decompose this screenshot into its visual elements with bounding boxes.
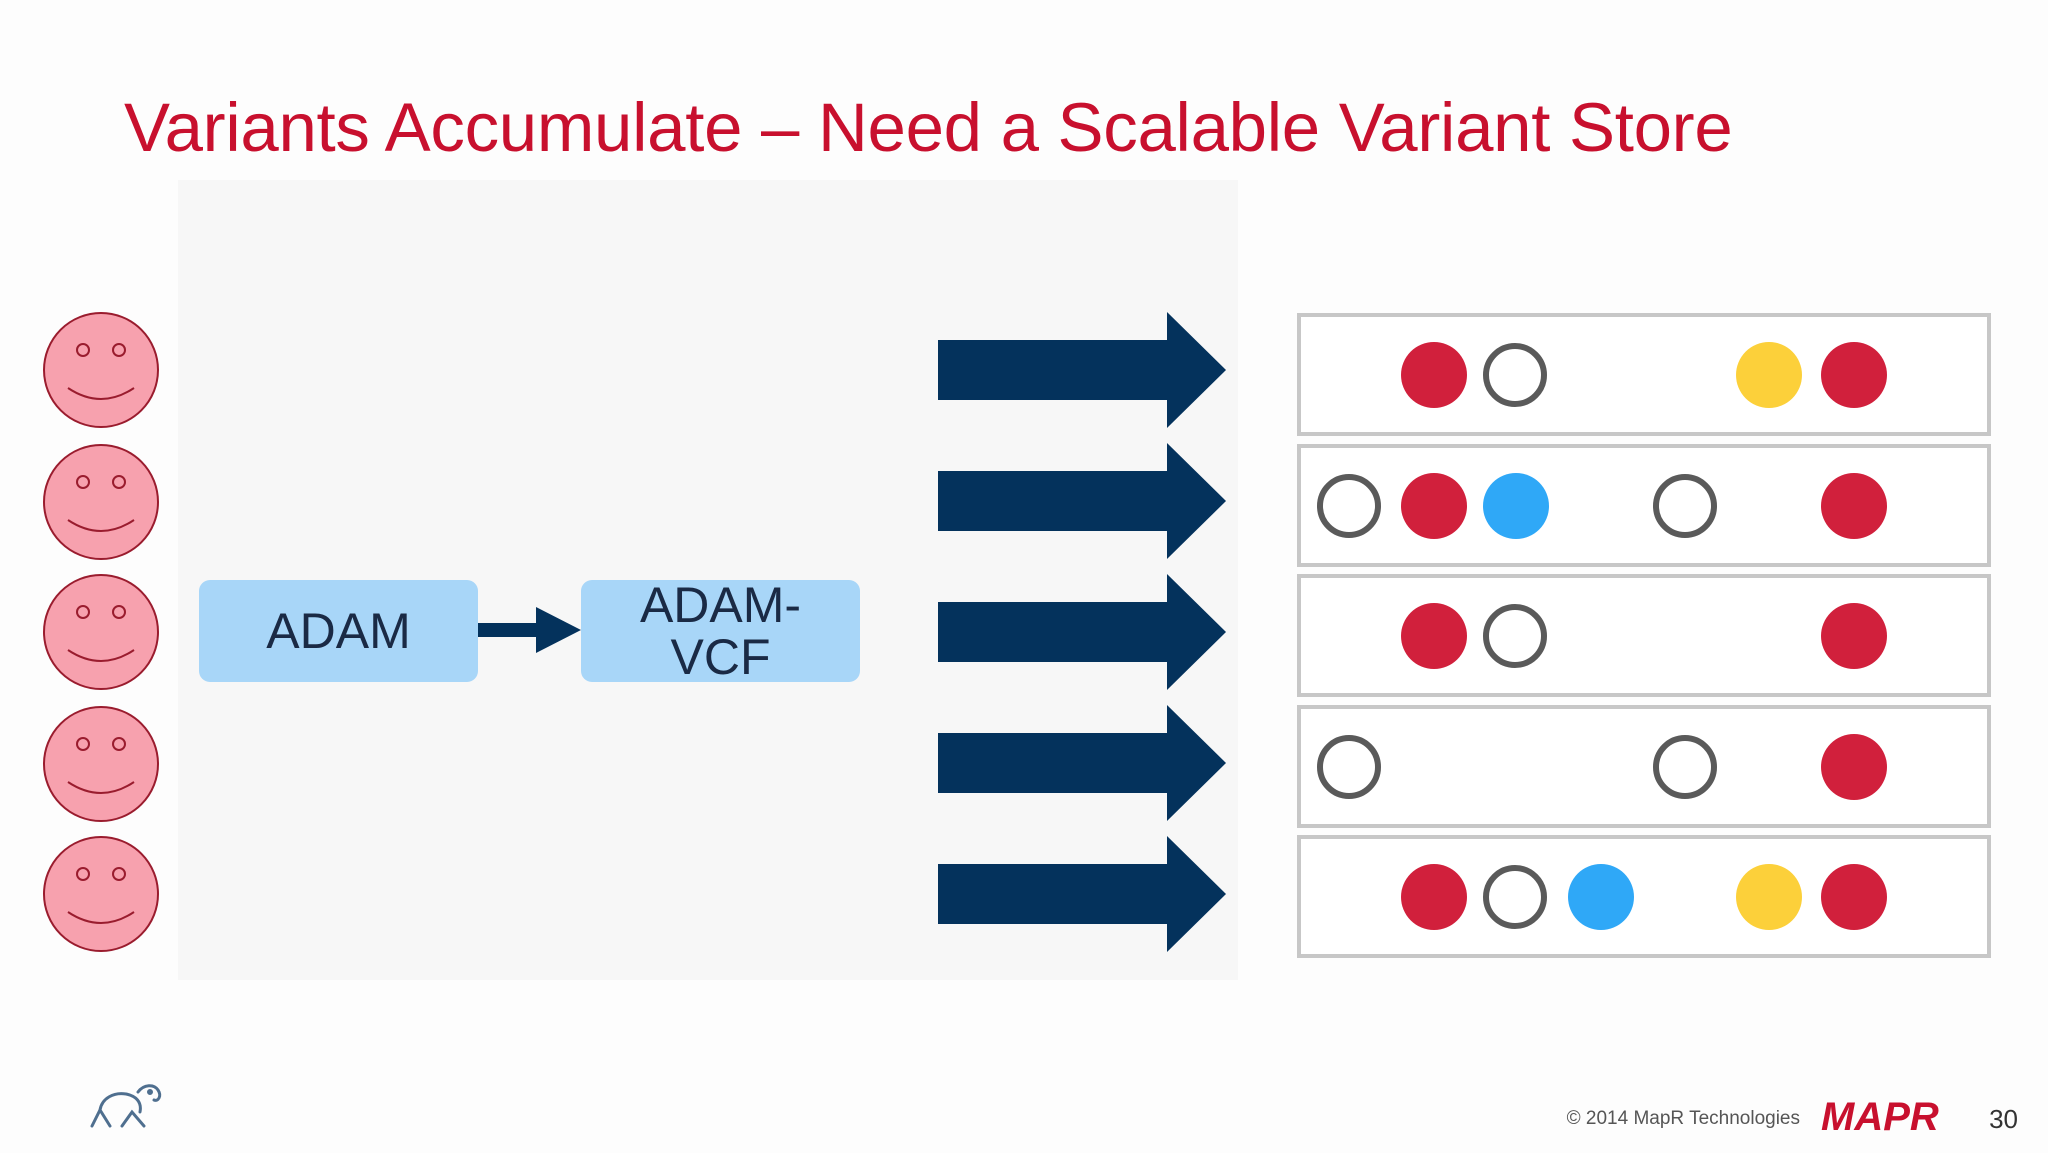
variant-dot-yellow [1736, 864, 1802, 930]
variant-dot-open [1317, 735, 1381, 799]
variant-dot-blue [1568, 864, 1634, 930]
mapr-logo: MAPR [1821, 1095, 1939, 1138]
variant-dot-open [1317, 474, 1381, 538]
variant-dot-red [1401, 473, 1467, 539]
variant-dot-open [1483, 865, 1547, 929]
variant-row [1297, 705, 1991, 828]
right-arrow-icon [938, 312, 1226, 428]
page-number: 30 [1989, 1104, 2018, 1134]
smiley-face-icon [43, 312, 159, 428]
right-arrow-icon [938, 836, 1226, 952]
variant-dot-red [1821, 864, 1887, 930]
variant-row [1297, 444, 1991, 567]
copyright-text: © 2014 MapR Technologies [1566, 1108, 1800, 1129]
elephant-figure-icon [90, 1084, 162, 1128]
right-arrow-icon [938, 574, 1226, 690]
variant-row [1297, 313, 1991, 436]
variant-dot-blue [1483, 473, 1549, 539]
variant-dot-red [1821, 734, 1887, 800]
variant-dot-open [1653, 474, 1717, 538]
variant-dot-red [1401, 603, 1467, 669]
variant-dot-open [1653, 735, 1717, 799]
variant-dot-open [1483, 343, 1547, 407]
adam-label: ADAM [266, 603, 411, 659]
smiley-face-icon [43, 574, 159, 690]
variant-dot-red [1821, 603, 1887, 669]
variant-dot-red [1821, 473, 1887, 539]
smiley-face-icon [43, 836, 159, 952]
variant-row [1297, 574, 1991, 697]
right-arrow-icon [938, 705, 1226, 821]
variant-row [1297, 835, 1991, 958]
smiley-face-icon [43, 706, 159, 822]
adam-vcf-box: ADAM-VCF [581, 577, 860, 685]
variant-dot-red [1821, 342, 1887, 408]
right-arrow-icon [478, 607, 581, 653]
smiley-face-icon [43, 444, 159, 560]
svg-text:MAPR: MAPR [1821, 1095, 1939, 1138]
variant-dot-red [1401, 864, 1467, 930]
adam-box: ADAM [199, 580, 478, 682]
variant-dot-open [1483, 604, 1547, 668]
variant-dot-red [1401, 342, 1467, 408]
adam-vcf-label: ADAM-VCF [639, 577, 802, 685]
variant-dot-yellow [1736, 342, 1802, 408]
right-arrow-icon [938, 443, 1226, 559]
slide-title: Variants Accumulate – Need a Scalable Va… [124, 89, 1733, 166]
